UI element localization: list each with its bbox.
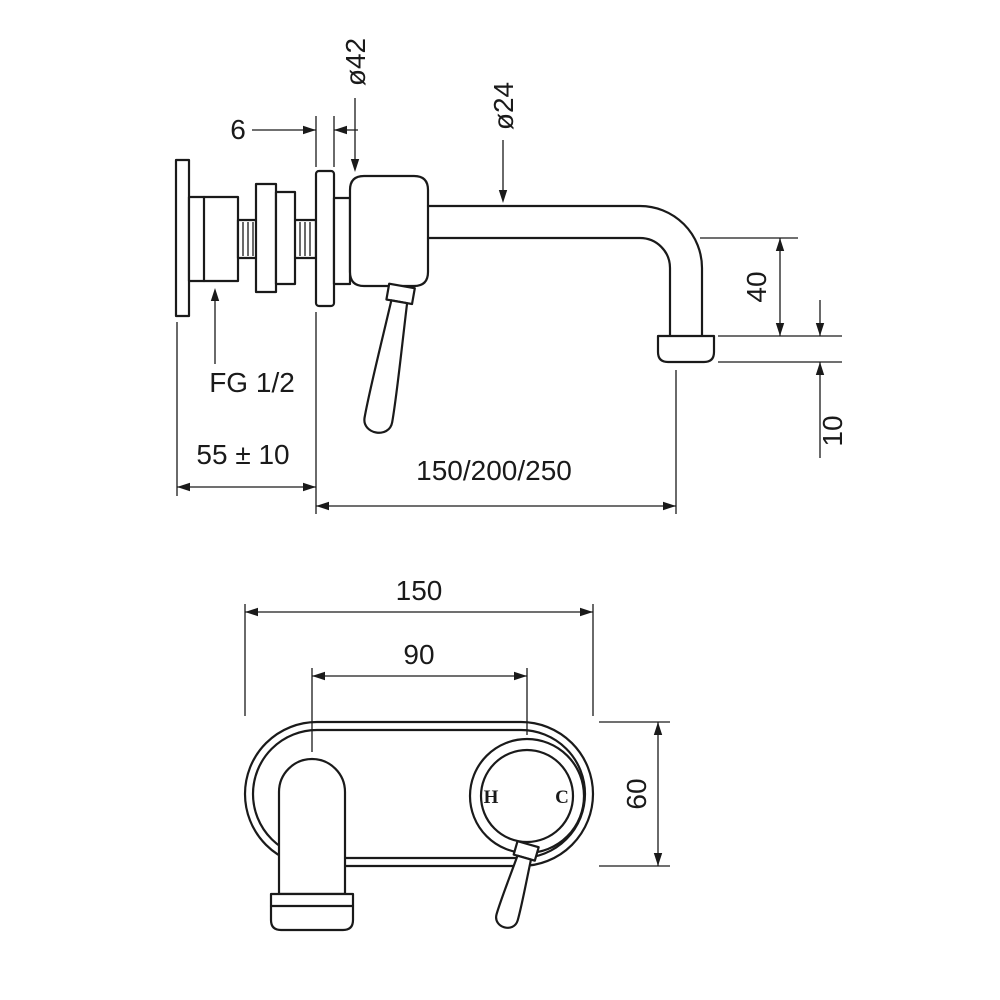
front-spout-outlet (269, 892, 355, 932)
dim-label-spout-diameter: ø24 (488, 82, 519, 130)
dimension-arrow (775, 238, 785, 251)
front-view-dimensions: 150 90 60 (244, 575, 670, 867)
mixer-body (348, 174, 430, 288)
dimension-arrow (498, 190, 508, 203)
dim-label-flange-diameter: ø42 (340, 38, 371, 86)
dim-label-spout-drop: 40 (741, 271, 772, 302)
dimension-arrow (580, 607, 593, 617)
dimension-arrow (245, 607, 258, 617)
locknut-2 (274, 190, 297, 286)
handle-lever (363, 299, 409, 434)
backplate-outer (243, 720, 595, 868)
dimension-arrow (303, 482, 316, 492)
dim-label-backplate-width: 150 (396, 575, 443, 606)
dimension-arrow (815, 323, 825, 336)
spout-inner-line (426, 236, 672, 338)
front-spout (277, 757, 347, 896)
dimension-arrow (303, 125, 316, 135)
dim-label-spout-reach: 150/200/250 (416, 455, 572, 486)
hot-marking: H (484, 787, 499, 808)
dimension-arrow (350, 159, 360, 172)
dimension-arrow (210, 288, 220, 301)
dim-label-backplate-height: 60 (621, 778, 652, 809)
dim-label-outlet-drop: 10 (817, 415, 848, 446)
front-lever-handle (495, 840, 540, 929)
dim-label-inlet-thread: FG 1/2 (209, 367, 295, 398)
front-view: H C (243, 720, 595, 932)
dim-label-flange-thickness: 6 (230, 114, 246, 145)
dimension-arrow (312, 671, 325, 681)
side-lever-handle (363, 282, 416, 434)
dimension-arrow (653, 722, 663, 735)
spout-outlet (656, 334, 716, 364)
dimension-arrow (815, 362, 825, 375)
dimension-arrow (775, 323, 785, 336)
side-view (174, 158, 716, 434)
dim-label-spout-to-handle: 90 (403, 639, 434, 670)
side-view-dimensions: 6 ø42 ø24 40 10 FG 1/2 55 ± 10 (176, 38, 848, 514)
dim-label-wall-depth: 55 ± 10 (196, 439, 289, 470)
locknut (254, 182, 278, 294)
wall-plate (174, 158, 191, 318)
rough-in-body (187, 195, 240, 283)
spout-outer-line (426, 204, 704, 338)
handle-collar (385, 282, 416, 306)
dimension-arrow (653, 853, 663, 866)
handle-base-inner (479, 748, 575, 844)
handle-lever (495, 854, 533, 929)
dimension-arrow (663, 501, 676, 511)
wall-flange (314, 169, 336, 308)
dimension-arrow (177, 482, 190, 492)
body-connector (332, 196, 352, 286)
dimension-arrow (334, 125, 347, 135)
dimension-arrow (316, 501, 329, 511)
cold-marking: C (555, 787, 569, 808)
dimension-arrow (514, 671, 527, 681)
